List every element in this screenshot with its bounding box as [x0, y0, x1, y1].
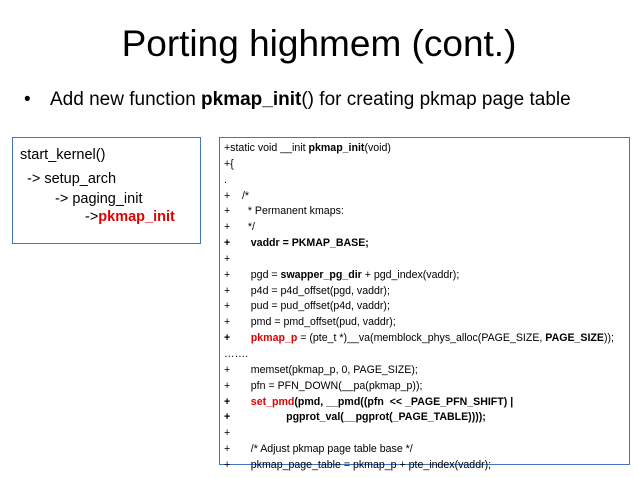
code-line: +: [224, 426, 629, 442]
code-segment: + pgd_index(vaddr);: [361, 268, 460, 281]
code-line: + /* Adjust pkmap page table base */: [224, 442, 629, 458]
code-segment: = (pte_t *)__va(memblock_phys_alloc(PAGE…: [297, 332, 546, 345]
code-segment: + pfn = PFN_DOWN(__pa(pkmap_p));: [224, 379, 423, 392]
code-segment: + pkmap_page_table = pkmap_p + pte_index…: [224, 458, 492, 471]
bullet-suffix: () for creating pkmap page table: [301, 89, 571, 110]
code-segment: swapper_pg_dir: [280, 268, 362, 281]
code-segment: +: [224, 252, 231, 265]
code-segment: pkmap_init: [308, 142, 365, 154]
code-segment: + * Permanent kmaps:: [224, 205, 344, 218]
code-segment: + pud = pud_offset(p4d, vaddr);: [224, 300, 390, 313]
code-line: .: [224, 173, 629, 189]
code-segment: (void): [364, 142, 391, 154]
bullet-prefix: Add new function: [50, 89, 202, 110]
code-line: + pgd = swapper_pg_dir + pgd_index(vaddr…: [224, 268, 629, 284]
code-line: +{: [224, 157, 629, 173]
slide-title: Porting highmem (cont.): [121, 23, 517, 64]
call-chain-pkmap-init: ->pkmap_init: [85, 207, 175, 227]
code-segment: vaddr = PKMAP_BASE;: [230, 237, 369, 250]
call-chain-arrow: ->: [85, 209, 99, 225]
code-segment: +: [224, 332, 231, 345]
code-line: …….: [224, 347, 629, 363]
code-line: + vaddr = PKMAP_BASE;: [224, 236, 629, 252]
call-chain-pkmap-init-label: pkmap_init: [98, 209, 175, 225]
code-listing: +static void __init pkmap_init(void)+{.+…: [219, 137, 630, 471]
code-segment: [230, 396, 251, 408]
call-chain-start-kernel: start_kernel(): [20, 147, 106, 163]
code-segment: PAGE_SIZE: [545, 332, 604, 345]
code-segment: (pmd, __pmd((pfn << _PAGE_PFN_SHIFT) |: [294, 395, 514, 408]
code-segment: + /* Adjust pkmap page table base */: [224, 443, 413, 456]
code-segment: + /*: [224, 189, 250, 202]
code-segment: + pmd = pmd_offset(pud, vaddr);: [224, 316, 396, 329]
code-line: + pkmap_p = (pte_t *)__va(memblock_phys_…: [224, 331, 629, 347]
code-segment: +static void __init: [224, 142, 309, 154]
code-segment: set_pmd: [250, 395, 295, 408]
code-segment: +{: [224, 157, 234, 170]
code-line: + memset(pkmap_p, 0, PAGE_SIZE);: [224, 363, 629, 379]
code-line: + pud = pud_offset(p4d, vaddr);: [224, 299, 629, 315]
code-segment: + p4d = p4d_offset(pgd, vaddr);: [224, 284, 390, 297]
code-segment: + pgd =: [224, 268, 281, 281]
code-segment: + */: [224, 221, 255, 234]
code-segment: .: [224, 173, 227, 186]
code-line: + pfn = PFN_DOWN(__pa(pkmap_p));: [224, 379, 629, 395]
code-segment: [230, 332, 251, 344]
code-line: +static void __init pkmap_init(void): [224, 141, 629, 157]
call-chain-paging-init: -> paging_init: [55, 191, 143, 207]
bullet-point: • Add new function pkmap_init() for creat…: [24, 88, 571, 112]
bullet-function-name: pkmap_init: [201, 89, 302, 110]
code-segment: pgprot_val(__pgprot(_PAGE_TABLE))));: [230, 411, 486, 424]
call-chain-box: start_kernel() -> setup_arch -> paging_i…: [12, 137, 201, 244]
code-line: +: [224, 252, 629, 268]
code-line: + p4d = p4d_offset(pgd, vaddr);: [224, 284, 629, 300]
code-segment: …….: [224, 347, 249, 360]
code-segment: +: [224, 411, 231, 424]
call-chain-setup-arch: -> setup_arch: [27, 171, 117, 187]
code-segment: pkmap_p: [250, 332, 298, 345]
code-segment: +: [224, 427, 231, 440]
code-line: + */: [224, 220, 629, 236]
code-line: + set_pmd(pmd, __pmd((pfn << _PAGE_PFN_S…: [224, 395, 629, 411]
code-line: + /*: [224, 189, 629, 205]
bullet-dot: •: [24, 89, 31, 110]
code-segment: + memset(pkmap_p, 0, PAGE_SIZE);: [224, 363, 418, 376]
code-line: + pkmap_page_table = pkmap_p + pte_index…: [224, 458, 629, 474]
code-line: + pgprot_val(__pgprot(_PAGE_TABLE))));: [224, 410, 629, 426]
code-line: + pmd = pmd_offset(pud, vaddr);: [224, 315, 629, 331]
code-segment: +: [224, 237, 231, 250]
code-line: + * Permanent kmaps:: [224, 204, 629, 220]
code-segment: ));: [603, 332, 614, 345]
code-segment: +: [224, 395, 231, 408]
